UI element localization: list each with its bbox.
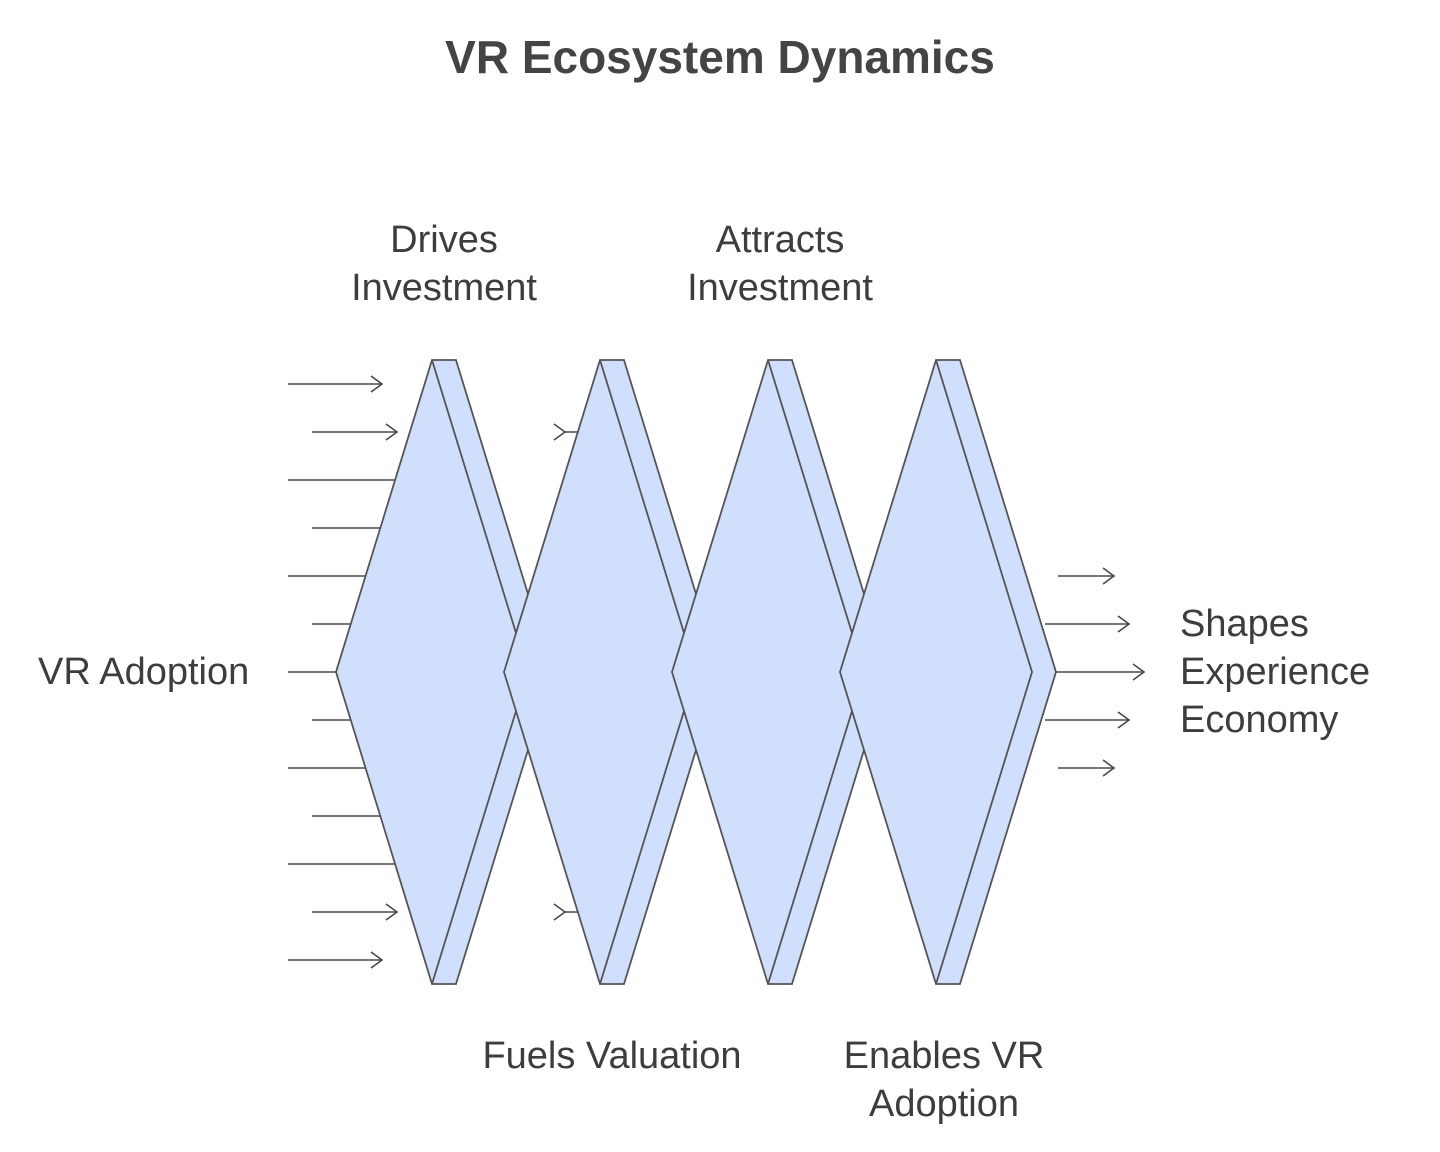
output-arrow-8-head — [1117, 711, 1131, 729]
input-arrow-2 — [312, 423, 399, 441]
input-arrow-12 — [312, 903, 399, 921]
output-arrow-5 — [1058, 567, 1116, 585]
input-label-text: VR Adoption — [38, 651, 250, 693]
output-arrow-9 — [1058, 759, 1116, 777]
output-arrow-7-head — [1132, 663, 1146, 681]
output-label: Shapes Experience Economy — [1180, 600, 1370, 744]
stage-1-chevron — [335, 359, 553, 985]
input-label: VR Adoption — [38, 648, 249, 696]
output-arrow-6 — [1045, 615, 1131, 633]
stage-chevrons — [335, 359, 1057, 985]
output-arrow-5-head — [1102, 567, 1116, 585]
diagram-title: VR Ecosystem Dynamics — [445, 31, 995, 83]
output-label-line-1: Shapes — [1180, 603, 1309, 645]
stage-4-chevron-fold — [935, 359, 1033, 985]
stage-4-chevron — [839, 359, 1057, 985]
stage-1-label: Drives Investment — [334, 216, 554, 312]
stage-2-label: Fuels Valuation — [462, 1032, 762, 1080]
output-label-line-3: Economy — [1180, 699, 1339, 741]
output-arrow-9-head — [1102, 759, 1116, 777]
input-arrow-1 — [288, 375, 384, 393]
stage-4-label-line-2: Adoption — [868, 1083, 1019, 1125]
stage-3-label: Attracts Investment — [670, 216, 890, 312]
stage-4-label-line-1: Enables VR — [843, 1035, 1045, 1077]
stage-1-label-line-2: Investment — [351, 267, 537, 309]
input-arrow-2-head — [385, 423, 399, 441]
output-arrow-6-head — [1117, 615, 1131, 633]
output-arrow-8 — [1045, 711, 1131, 729]
stage-3-label-line-2: Investment — [687, 267, 873, 309]
stage-3-label-line-1: Attracts — [715, 219, 845, 261]
output-label-line-2: Experience — [1180, 651, 1371, 693]
stage-4-label: Enables VR Adoption — [824, 1032, 1064, 1128]
stage-1-arrow-12-head — [553, 903, 567, 921]
input-arrow-13 — [288, 951, 384, 969]
input-arrow-1-head — [370, 375, 384, 393]
stage-2-chevron-body — [503, 359, 721, 985]
stage-4-chevron-body — [839, 359, 1057, 985]
stage-1-arrow-2-head — [553, 423, 567, 441]
input-arrow-12-head — [385, 903, 399, 921]
stage-3-chevron-body — [671, 359, 889, 985]
stage-1-label-line-1: Drives — [390, 219, 498, 261]
stage-2-label-line-1: Fuels Valuation — [482, 1035, 742, 1077]
stage-1-chevron-body — [335, 359, 553, 985]
input-arrow-13-head — [370, 951, 384, 969]
